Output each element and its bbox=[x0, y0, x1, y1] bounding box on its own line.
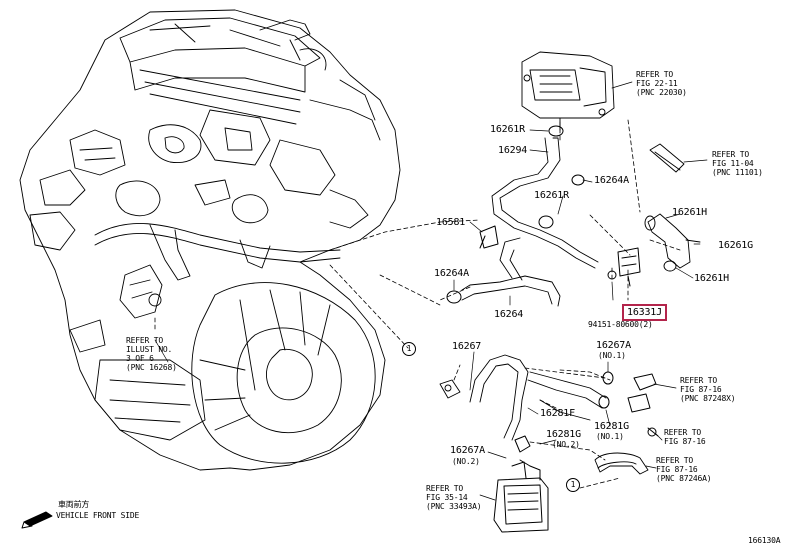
clamps bbox=[446, 125, 585, 304]
part-label-16281G-top[interactable]: 16281G bbox=[594, 421, 629, 432]
hose-16261G bbox=[644, 143, 701, 272]
part-label-16331J[interactable]: 16331J bbox=[622, 304, 667, 321]
part-label-16261H-bot[interactable]: 16261H bbox=[694, 273, 729, 284]
union-16331J-art bbox=[607, 247, 641, 287]
vehicle-front-label: VEHICLE FRONT SIDE bbox=[56, 511, 140, 520]
part-label-16281G-bot[interactable]: 16281G bbox=[546, 429, 581, 440]
hose-16264 bbox=[461, 237, 561, 307]
part-label-16261H-top[interactable]: 16261H bbox=[672, 207, 707, 218]
hose-16281F bbox=[527, 371, 607, 421]
part-label-16581[interactable]: 16581 bbox=[436, 217, 466, 228]
engine-block-illustration bbox=[19, 9, 401, 471]
part-label-no2-left: (NO.2) bbox=[452, 457, 480, 466]
hose-16294 bbox=[491, 137, 599, 269]
callout-1-upper[interactable]: 1 bbox=[402, 342, 416, 356]
part-label-16264[interactable]: 16264 bbox=[494, 309, 524, 320]
part-label-no1-mid: (NO.1) bbox=[596, 432, 624, 441]
part-label-94151[interactable]: 94151-80600(2) bbox=[588, 320, 653, 329]
hose-16267 bbox=[439, 354, 529, 441]
oil-cooler-unit bbox=[493, 461, 549, 533]
part-label-16261R-top[interactable]: 16261R bbox=[490, 124, 525, 135]
hose-87246A bbox=[594, 452, 649, 475]
part-label-16267[interactable]: 16267 bbox=[452, 341, 482, 352]
leader-lines bbox=[154, 81, 708, 501]
part-label-16264A-top[interactable]: 16264A bbox=[594, 175, 629, 186]
part-label-16264A-left[interactable]: 16264A bbox=[434, 268, 469, 279]
callout-1-lower[interactable]: 1 bbox=[566, 478, 580, 492]
vehicle-front-label-jp: 車両前方 bbox=[58, 500, 90, 509]
part-label-no2-right: (NO.2) bbox=[552, 440, 580, 449]
part-label-16267A-bot[interactable]: 16267A bbox=[450, 445, 485, 456]
part-label-16261R-mid[interactable]: 16261R bbox=[534, 190, 569, 201]
part-label-16281F[interactable]: 16281F bbox=[540, 408, 575, 419]
water-inlet-housing bbox=[521, 51, 615, 131]
part-label-16294[interactable]: 16294 bbox=[498, 145, 528, 156]
part-label-no1-top: (NO.1) bbox=[598, 351, 626, 360]
front-arrow-icon bbox=[21, 511, 53, 529]
diagram-code: 166130A bbox=[748, 536, 781, 545]
part-label-16267A-top[interactable]: 16267A bbox=[596, 340, 631, 351]
part-label-16261G[interactable]: 16261G bbox=[718, 240, 753, 251]
guide-lines bbox=[154, 119, 681, 489]
